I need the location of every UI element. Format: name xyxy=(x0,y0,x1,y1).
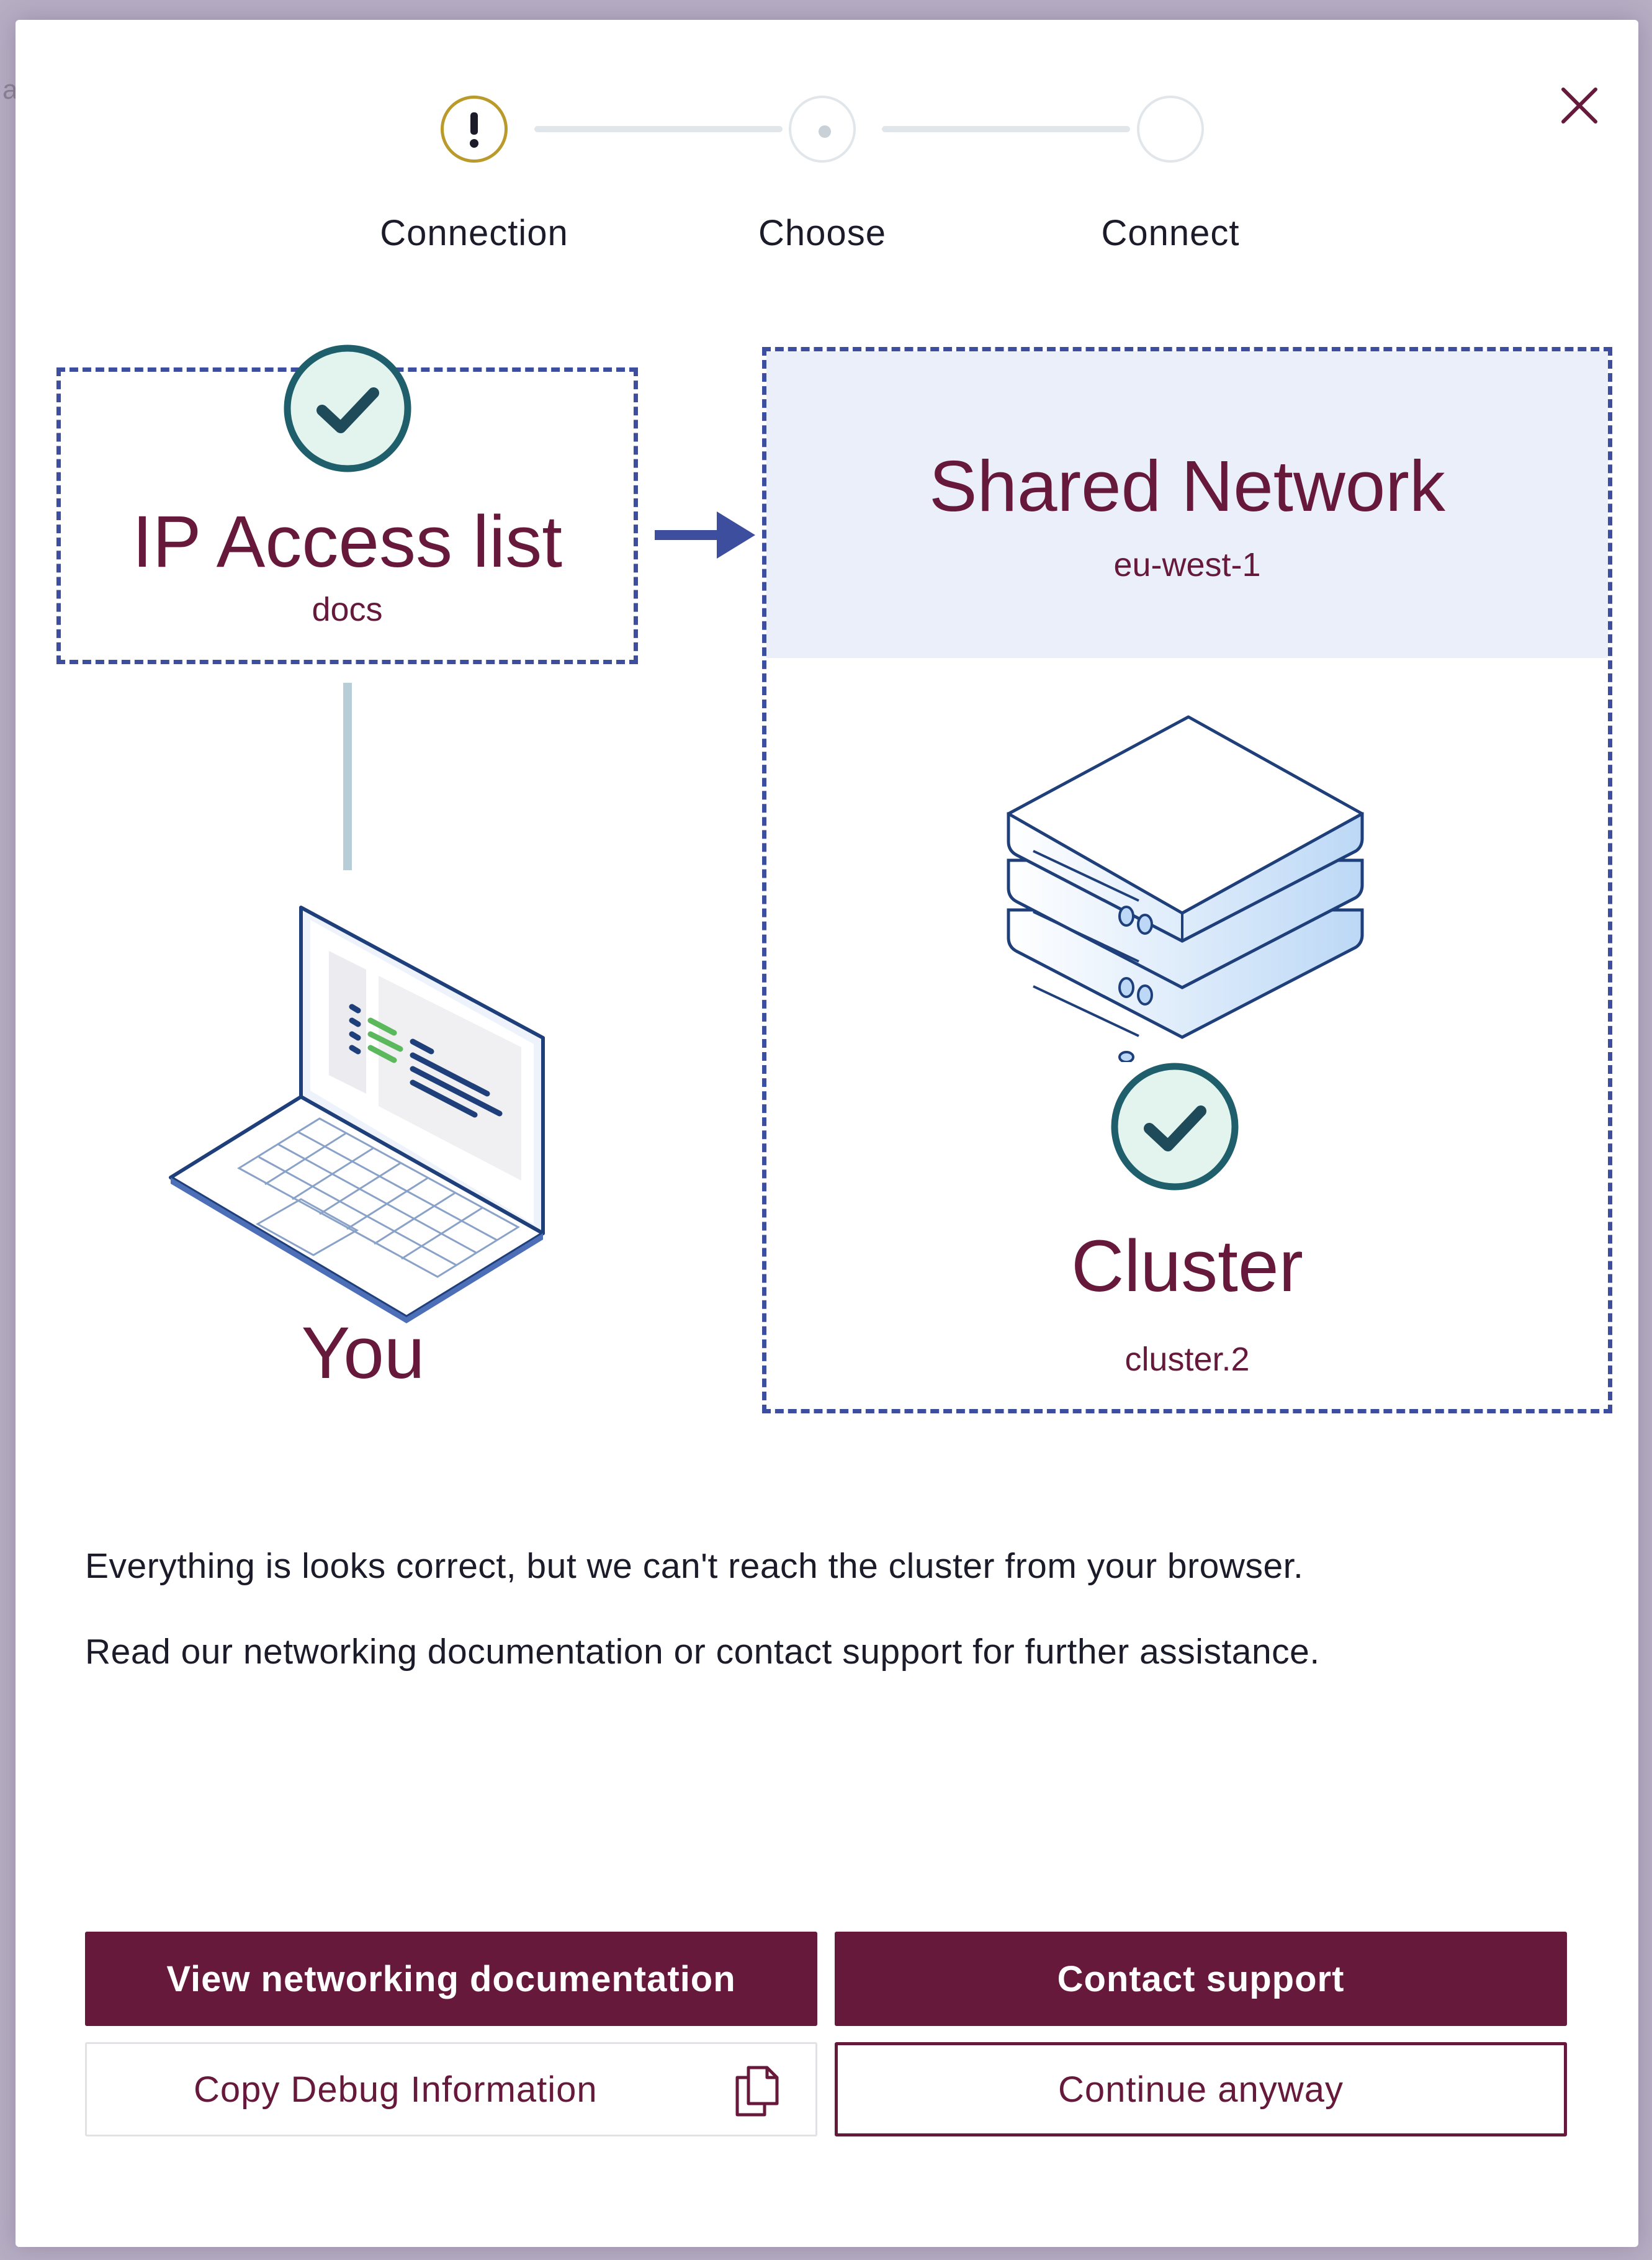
copy-icon xyxy=(735,2066,779,2117)
step-connector xyxy=(882,126,1130,132)
step-connect-icon xyxy=(1137,96,1204,163)
laptop-icon xyxy=(169,906,545,1323)
ip-access-subtitle: docs xyxy=(312,591,383,628)
shared-network-region: eu-west-1 xyxy=(1113,546,1261,583)
you-label: You xyxy=(301,1312,425,1394)
contact-support-button[interactable]: Contact support xyxy=(835,1932,1567,2026)
copy-debug-button[interactable]: Copy Debug Information xyxy=(85,2042,817,2136)
backdrop-fragment: a xyxy=(2,74,18,105)
connection-dialog: Connection Choose Connect IP Access list… xyxy=(16,20,1638,2247)
step-label-choose: Choose xyxy=(758,213,886,253)
ip-access-check-icon xyxy=(284,344,411,472)
shared-network-box: Shared Network eu-west-1 xyxy=(762,347,1612,1413)
ip-access-title: IP Access list xyxy=(132,501,562,583)
cluster-check-icon xyxy=(1111,1063,1239,1191)
help-message: Read our networking documentation or con… xyxy=(85,1632,1320,1672)
server-stack-icon xyxy=(1007,715,1364,1062)
shared-network-header: Shared Network eu-west-1 xyxy=(766,351,1608,658)
cluster-title: Cluster xyxy=(1071,1225,1303,1307)
step-label-connection: Connection xyxy=(380,213,568,253)
connector-line xyxy=(343,683,352,870)
shared-network-title: Shared Network xyxy=(929,446,1445,526)
view-networking-docs-button[interactable]: View networking documentation xyxy=(85,1932,817,2026)
step-connection-warning-icon xyxy=(441,96,508,163)
status-message: Everything is looks correct, but we can'… xyxy=(85,1546,1304,1586)
copy-debug-label: Copy Debug Information xyxy=(194,2069,598,2110)
continue-anyway-button[interactable]: Continue anyway xyxy=(835,2042,1567,2136)
close-icon xyxy=(1561,88,1597,124)
arrow-right-icon xyxy=(655,511,755,559)
step-label-connect: Connect xyxy=(1101,213,1240,253)
step-connector xyxy=(534,126,783,132)
close-button[interactable] xyxy=(1548,74,1610,137)
step-choose-dot-icon xyxy=(789,96,856,163)
cluster-name: cluster.2 xyxy=(1125,1341,1250,1378)
